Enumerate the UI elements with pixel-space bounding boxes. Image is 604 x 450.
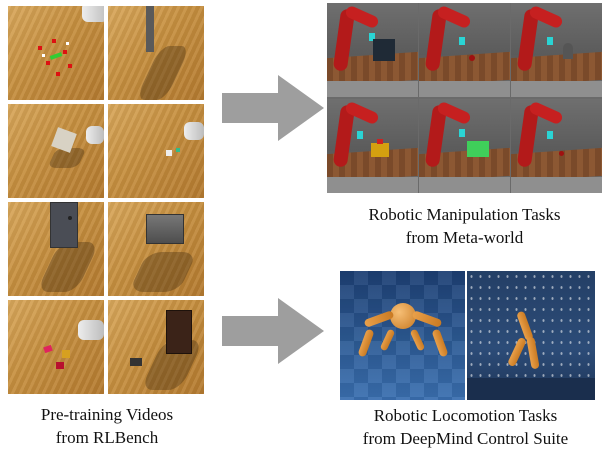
arrow-right-icon: [222, 75, 324, 141]
quadruped-frame: [340, 271, 465, 400]
meta-world-frame: [327, 3, 418, 97]
scattered-blocks-icon: [38, 39, 72, 76]
cabinet-knob: [68, 216, 72, 220]
caption-line: Pre-training Videos: [40, 405, 174, 424]
cabinet-object: [50, 202, 78, 248]
walker-frame: [467, 271, 595, 400]
meta-world-caption: Robotic Manipulation Tasks from Meta-wor…: [327, 203, 602, 249]
small-object: [166, 150, 172, 156]
meta-world-frame: [419, 3, 510, 97]
rlbench-frame-oven: [108, 202, 204, 296]
dmc-caption: Robotic Locomotion Tasks from DeepMind C…: [327, 404, 604, 450]
yellow-button-box: [371, 143, 389, 157]
caption-line: Robotic Locomotion Tasks: [373, 406, 558, 425]
red-block: [56, 362, 64, 369]
red-puck: [469, 55, 475, 61]
meta-world-frame: [327, 99, 418, 193]
caption-line: from Meta-world: [405, 228, 524, 247]
dark-box: [373, 39, 395, 61]
small-object: [130, 358, 142, 366]
rlbench-video-grid: [8, 6, 206, 394]
dmc-image-panel: [340, 271, 595, 400]
caption-line: from DeepMind Control Suite: [362, 429, 569, 448]
yellow-block: [62, 350, 70, 358]
rlbench-frame-block: [8, 104, 104, 198]
meta-world-frame: [511, 99, 602, 193]
meta-world-frame: [419, 99, 510, 193]
meta-world-frame: [511, 3, 602, 97]
arrow-right-icon: [222, 298, 324, 364]
rlbench-frame-small-objects: [108, 104, 204, 198]
caption-line: from RLBench: [55, 428, 159, 447]
shelf-object: [166, 310, 192, 354]
oven-object: [146, 214, 184, 244]
meta-world-image-grid: [327, 3, 602, 193]
rlbench-frame-pole: [108, 6, 204, 100]
ground-plane: [467, 378, 595, 400]
red-block: [43, 344, 53, 354]
red-puck: [559, 151, 564, 156]
rlbench-frame-scatter-blocks: [8, 6, 104, 100]
rlbench-frame-cabinet: [8, 202, 104, 296]
robot-pole: [146, 6, 154, 52]
small-object: [176, 148, 180, 152]
rlbench-frame-colored-blocks: [8, 300, 104, 394]
red-button: [377, 139, 383, 144]
rlbench-caption: Pre-training Videos from RLBench: [0, 403, 214, 449]
rlbench-frame-shelf: [108, 300, 204, 394]
green-box: [467, 141, 489, 157]
caption-line: Robotic Manipulation Tasks: [368, 205, 561, 224]
faucet-object: [563, 43, 573, 59]
